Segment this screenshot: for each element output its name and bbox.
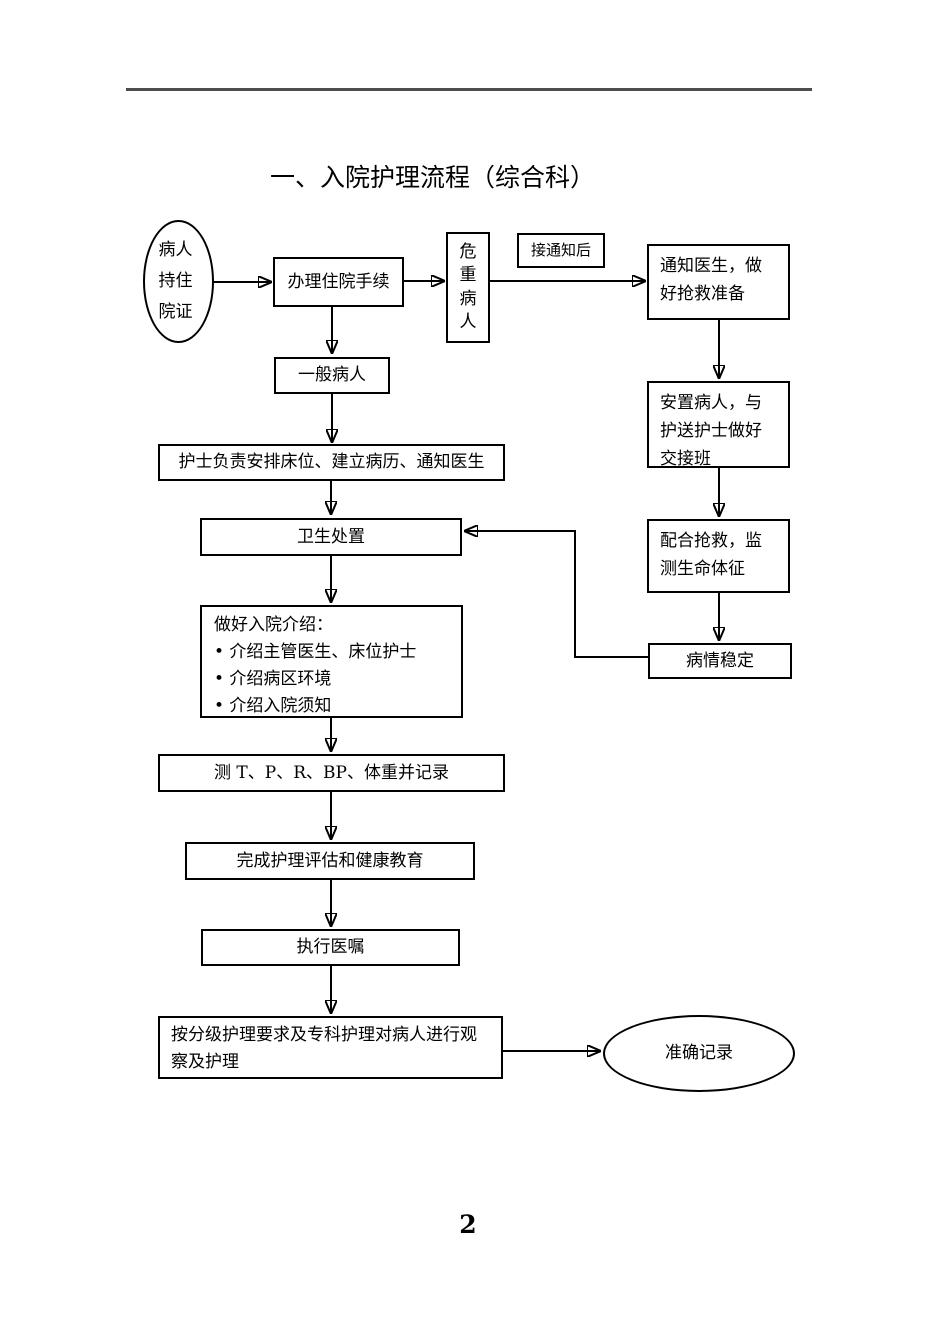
node-condition-stable: 病情稳定 bbox=[648, 643, 792, 679]
node-critical-label: 危重病人 bbox=[459, 241, 477, 333]
node-admission-introduction: 做好入院介绍： • 介绍主管医生、床位护士 • 介绍病区环境 • 介绍入院须知 bbox=[200, 605, 463, 718]
node-critical-patient: 危重病人 bbox=[446, 232, 490, 343]
node-notify-doctor: 通知医生，做好抢救准备 bbox=[647, 244, 790, 320]
node-start-label: 病人持住院证 bbox=[158, 240, 193, 322]
node-nursing-assessment-label: 完成护理评估和健康教育 bbox=[236, 850, 424, 871]
node-notify-doctor-label: 通知医生，做好抢救准备 bbox=[660, 256, 762, 304]
node-measure-vitals: 测 T、P、R、BP、体重并记录 bbox=[158, 754, 505, 792]
admission-intro-item: • 介绍入院须知 bbox=[214, 696, 332, 716]
node-after-notice: 接通知后 bbox=[517, 233, 605, 268]
node-execute-orders-label: 执行医嘱 bbox=[296, 937, 365, 958]
connector-stable-to-hygiene bbox=[466, 531, 648, 658]
node-nursing-assessment: 完成护理评估和健康教育 bbox=[185, 842, 475, 880]
header-rule bbox=[126, 88, 812, 91]
page-title: 一、入院护理流程（综合科） bbox=[270, 163, 596, 192]
node-after-notice-label: 接通知后 bbox=[530, 241, 591, 260]
node-measure-vitals-label: 测 T、P、R、BP、体重并记录 bbox=[214, 762, 449, 783]
node-nurse-arrange-label: 护士负责安排床位、建立病历、通知医生 bbox=[178, 452, 485, 473]
node-graded-care: 按分级护理要求及专科护理对病人进行观察及护理 bbox=[158, 1016, 503, 1079]
node-graded-care-label: 按分级护理要求及专科护理对病人进行观察及护理 bbox=[171, 1025, 477, 1072]
node-general-patient-label: 一般病人 bbox=[298, 365, 366, 386]
node-general-patient: 一般病人 bbox=[274, 357, 390, 394]
admission-intro-title: 做好入院介绍： bbox=[214, 615, 333, 635]
node-nurse-arrange: 护士负责安排床位、建立病历、通知医生 bbox=[158, 444, 505, 481]
node-settle-patient-label: 安置病人，与护送护士做好交接班 bbox=[660, 393, 762, 469]
node-cooperate-rescue: 配合抢救，监测生命体征 bbox=[647, 519, 790, 593]
node-execute-orders: 执行医嘱 bbox=[201, 929, 460, 966]
node-register-label: 办理住院手续 bbox=[287, 271, 390, 292]
node-start-patient-certificate: 病人持住院证 bbox=[143, 220, 214, 343]
node-cooperate-rescue-label: 配合抢救，监测生命体征 bbox=[660, 531, 762, 579]
node-accurate-record: 准确记录 bbox=[603, 1015, 795, 1092]
admission-intro-item: • 介绍病区环境 bbox=[214, 669, 332, 689]
node-accurate-record-label: 准确记录 bbox=[665, 1043, 733, 1064]
node-settle-patient: 安置病人，与护送护士做好交接班 bbox=[647, 381, 790, 469]
node-register-procedure: 办理住院手续 bbox=[273, 257, 404, 307]
admission-intro-item: • 介绍主管医生、床位护士 bbox=[214, 642, 417, 662]
node-condition-stable-label: 病情稳定 bbox=[686, 650, 754, 671]
page-number: 2 bbox=[459, 1210, 477, 1239]
node-hygiene-disposal-label: 卫生处置 bbox=[297, 526, 365, 547]
node-hygiene-disposal: 卫生处置 bbox=[200, 518, 462, 556]
